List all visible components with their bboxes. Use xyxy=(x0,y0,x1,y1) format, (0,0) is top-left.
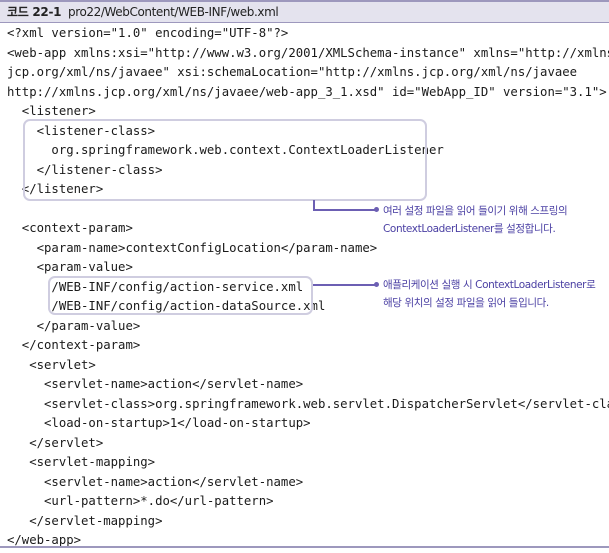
code-line-18: <servlet> xyxy=(7,357,96,372)
code-line-25: <url-pattern>*.do</url-pattern> xyxy=(7,494,274,508)
code-line-9: </listener> xyxy=(7,182,104,196)
code-caption-bar: 코드 22-1 pro22/WebContent/WEB-INF/web.xml xyxy=(0,0,609,23)
annotation-1-line-2: ContextLoaderListener를 설정합니다. xyxy=(383,223,556,235)
code-caption-label: 코드 22-1 xyxy=(7,5,62,19)
code-line-21: <load-on-startup>1</load-on-startup> xyxy=(7,416,311,430)
code-line-14: /WEB-INF/config/action-service.xml xyxy=(7,279,304,294)
code-line-16: </param-value> xyxy=(7,318,141,333)
code-line-26: </servlet-mapping> xyxy=(7,513,163,528)
annotation-2-leader-dot xyxy=(374,282,379,287)
code-line-5: <listener> xyxy=(7,104,96,118)
code-line-23: <servlet-mapping> xyxy=(7,455,156,469)
config-paths-highlight-box xyxy=(48,276,313,315)
code-line-20: <servlet-class>org.springframework.web.s… xyxy=(7,396,609,411)
code-line-8: </listener-class> xyxy=(7,162,163,177)
code-line-24: <servlet-name>action</servlet-name> xyxy=(7,474,304,489)
code-line-15: /WEB-INF/config/action-dataSource.xml xyxy=(7,299,326,313)
code-line-13: <param-value> xyxy=(7,260,133,274)
bottom-rule xyxy=(0,546,609,548)
code-line-6: <listener-class> xyxy=(7,123,156,138)
annotation-1-leader-vertical xyxy=(313,200,315,210)
annotation-2-line-2: 해당 위치의 설정 파일을 읽어 들입니다. xyxy=(383,297,549,309)
code-file-path: pro22/WebContent/WEB-INF/web.xml xyxy=(68,5,279,19)
code-line-12: <param-name>contextConfigLocation</param… xyxy=(7,240,378,255)
annotation-1-line-1: 여러 설정 파일을 읽어 들이기 위해 스프링의 xyxy=(383,205,568,217)
code-line-7: org.springframework.web.context.ContextL… xyxy=(7,143,444,157)
code-line-2: <web-app xmlns:xsi="http://www.w3.org/20… xyxy=(7,45,609,60)
code-line-4: http://xmlns.jcp.org/xml/ns/javaee/web-a… xyxy=(7,84,607,99)
code-line-22: </servlet> xyxy=(7,435,104,450)
code-line-1: <?xml version="1.0" encoding="UTF-8"?> xyxy=(7,26,289,40)
annotation-2-line-1: 애플리케이션 실행 시 ContextLoaderListener로 xyxy=(383,279,596,291)
listener-highlight-box xyxy=(23,119,427,201)
code-line-3: jcp.org/xml/ns/javaee" xsi:schemaLocatio… xyxy=(7,65,578,79)
code-line-11: <context-param> xyxy=(7,221,133,235)
code-line-17: </context-param> xyxy=(7,338,141,352)
annotation-1-leader-horizontal xyxy=(313,209,376,211)
annotation-2-leader-horizontal xyxy=(313,284,376,286)
code-line-19: <servlet-name>action</servlet-name> xyxy=(7,377,304,391)
annotation-1-leader-dot xyxy=(374,207,379,212)
code-line-27: </web-app> xyxy=(7,533,82,547)
